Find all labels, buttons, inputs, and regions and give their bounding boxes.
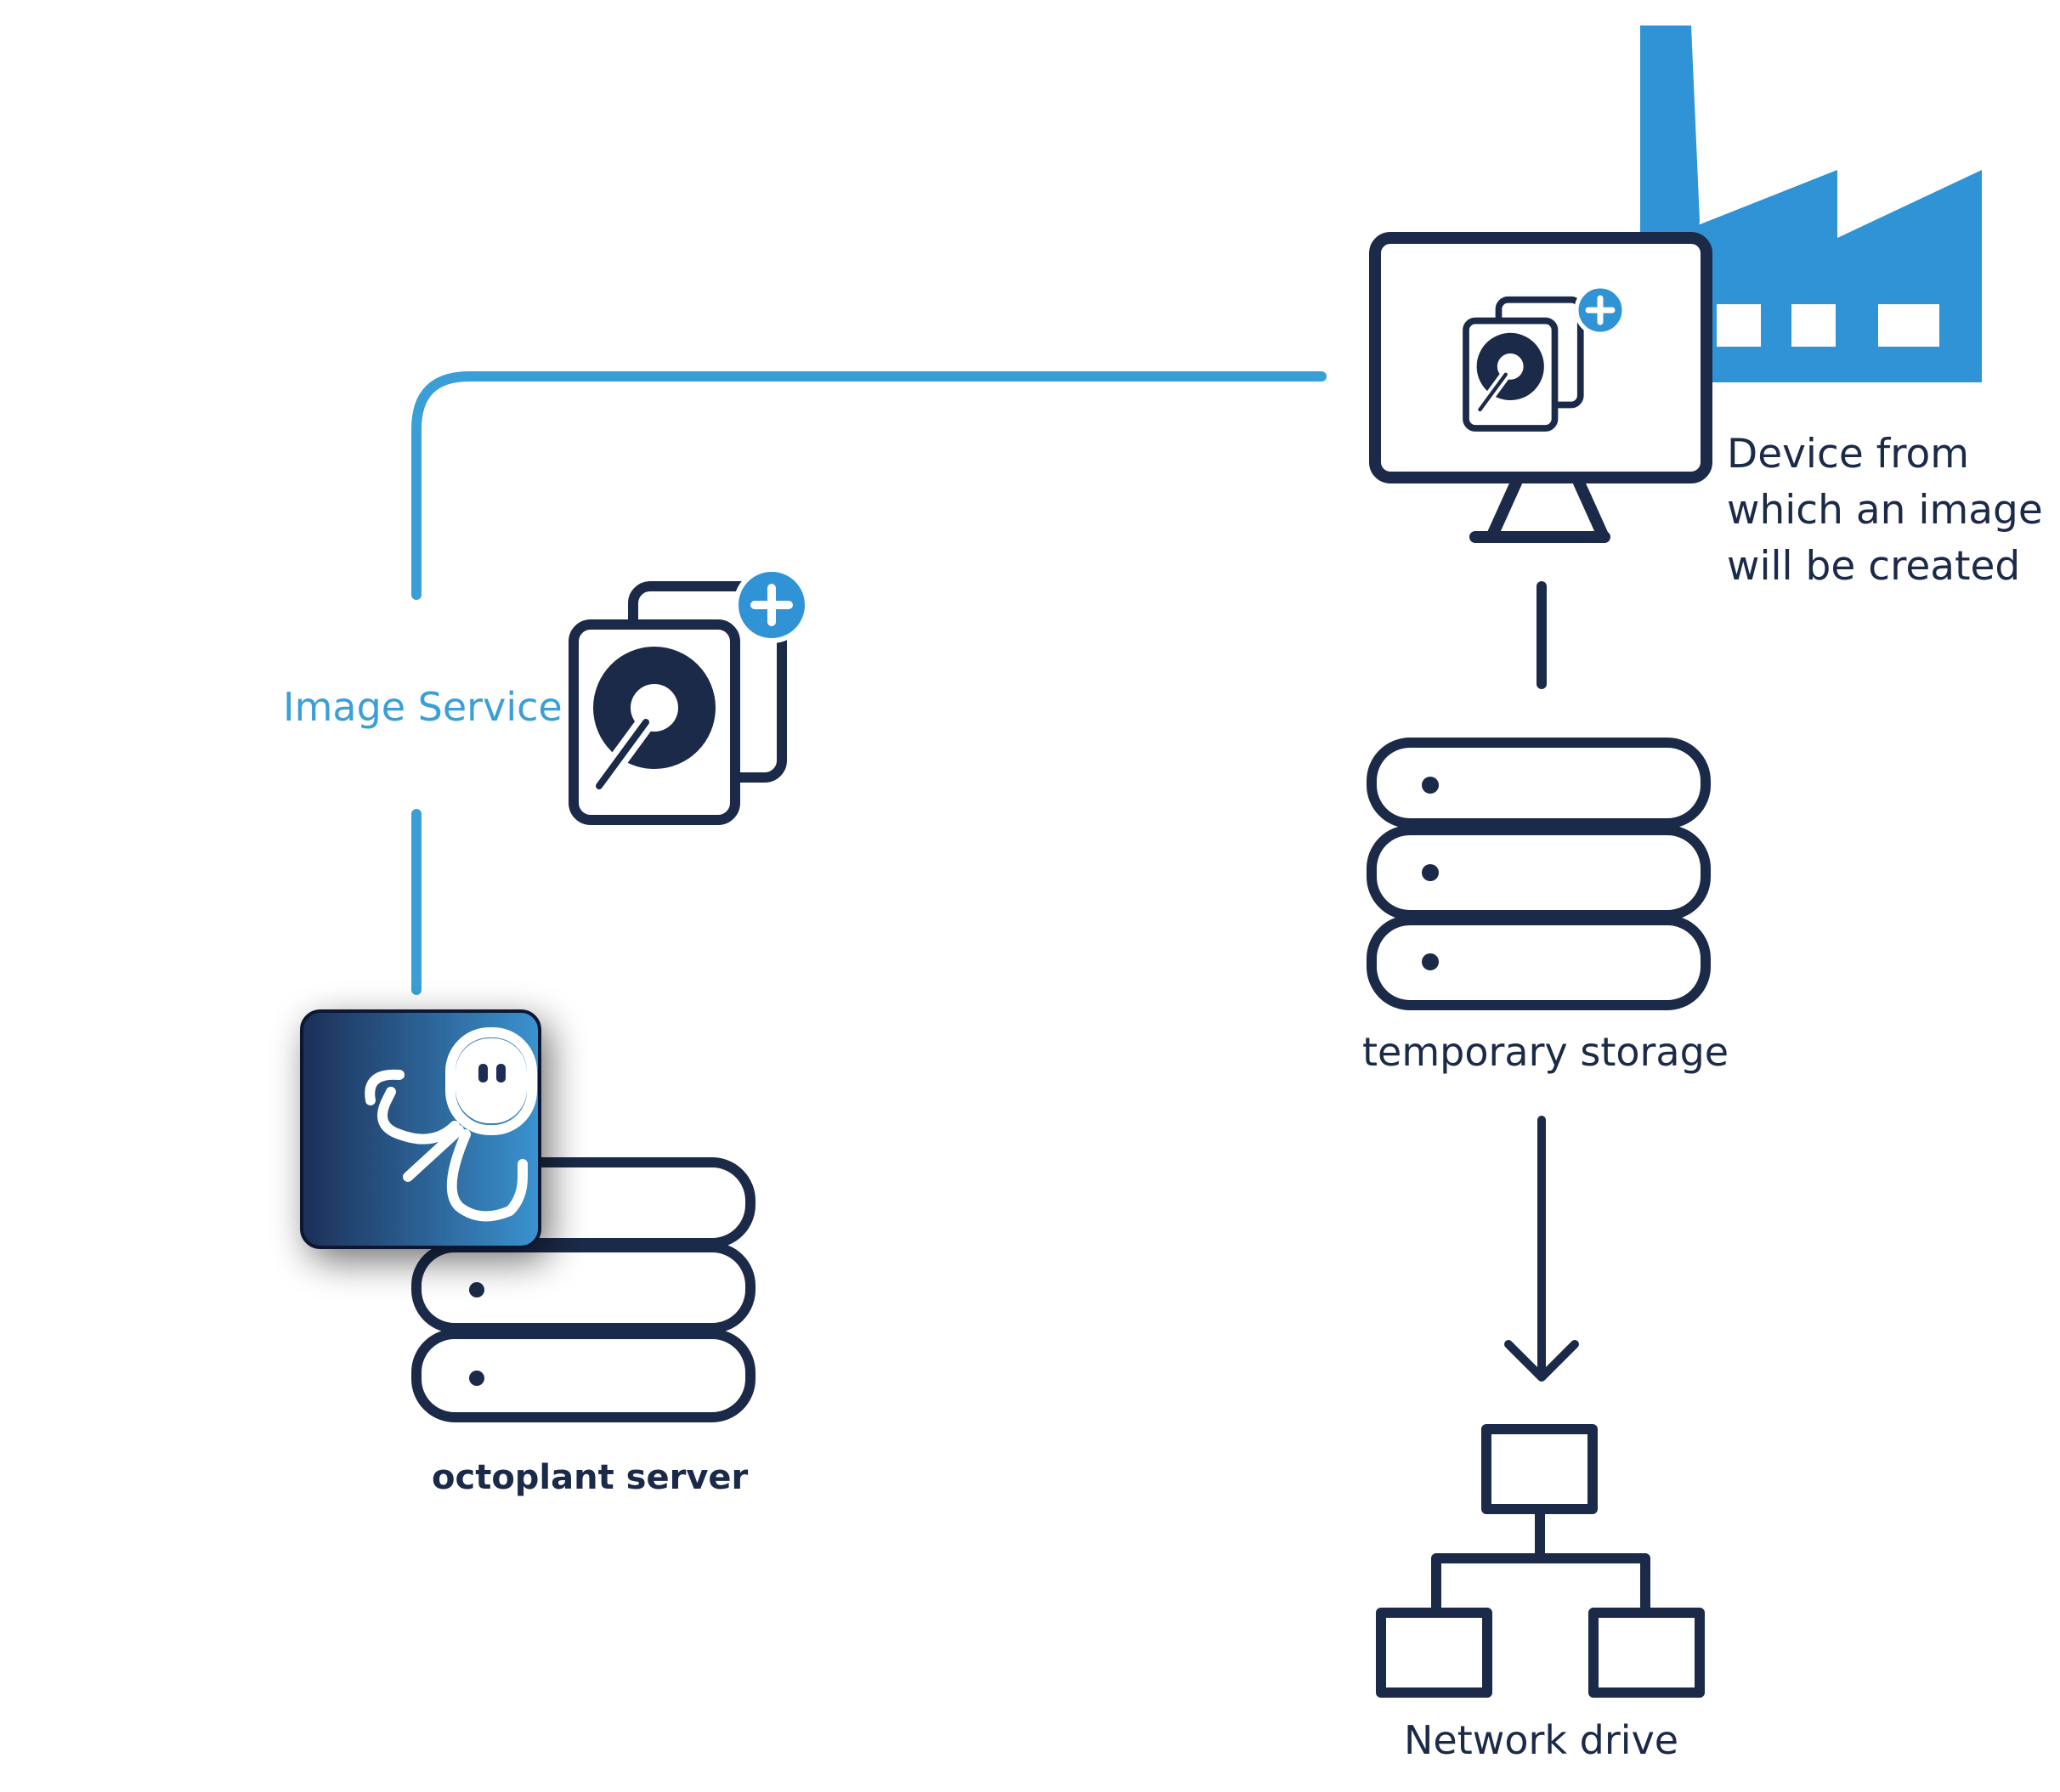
octoplant-logo-icon	[300, 1009, 541, 1249]
arrow-storage-to-network-drive	[1504, 1116, 1579, 1382]
device-label-line-3: will be created	[1727, 543, 2020, 590]
server-stack-icon	[1367, 738, 1711, 1010]
plus-badge-icon	[1574, 284, 1627, 336]
disk-image-icon	[569, 581, 787, 825]
plus-badge-icon	[733, 567, 810, 643]
disk-image-icon	[1463, 296, 1584, 432]
device-label-line-1: Device from	[1727, 431, 1969, 478]
device-label: Device from which an image will be creat…	[1727, 431, 2043, 590]
image-service-label: Image Service	[283, 684, 563, 730]
network-drive-icon	[1376, 1424, 1705, 1698]
octoplant-server-label: octoplant server	[432, 1458, 749, 1497]
network-drive-label: Network drive	[1404, 1717, 1678, 1763]
device-label-line-2: which an image	[1727, 487, 2043, 534]
connector-device-to-image-service	[411, 371, 1327, 600]
temporary-storage-label: temporary storage	[1362, 1029, 1729, 1075]
